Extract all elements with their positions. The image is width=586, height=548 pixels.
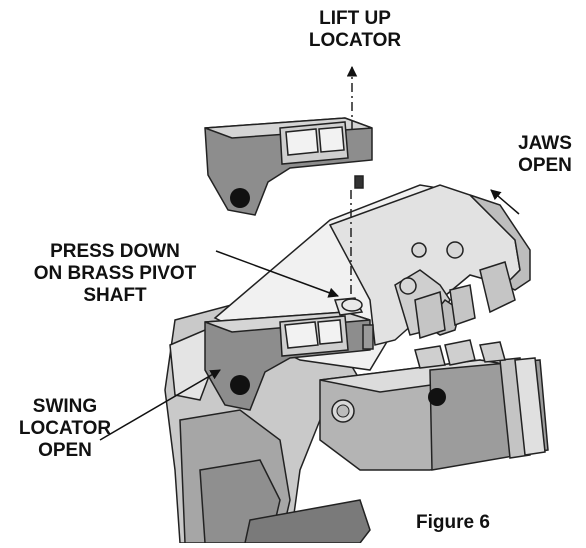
lift-up-line-2: LOCATOR — [308, 30, 402, 51]
lower-jaw — [319, 339, 549, 471]
press-down-line-3: SHAFT — [83, 285, 147, 306]
swing-locator-line-3: OPEN — [38, 440, 92, 461]
lower-jaw-screw — [331, 399, 355, 423]
jaws-open-label: JAWS OPEN — [505, 133, 585, 177]
jaws-open-leader — [490, 189, 520, 215]
swing-locator-line-2: LOCATOR — [18, 418, 112, 439]
lift-up-line-1: LIFT UP — [319, 8, 391, 29]
swing-locator-leader — [99, 369, 221, 441]
lifted-locator — [204, 117, 373, 216]
die-fingers — [414, 261, 516, 339]
press-down-line-2: ON BRASS PIVOT — [33, 263, 197, 284]
jaws-open-line-1: JAWS — [518, 133, 572, 154]
lifted-locator-hole — [230, 188, 250, 208]
installed-locator-hole — [230, 375, 250, 395]
swing-locator-label: SWING LOCATOR OPEN — [10, 396, 120, 462]
die-pins — [399, 241, 464, 295]
press-down-label: PRESS DOWN ON BRASS PIVOT SHAFT — [15, 241, 215, 307]
brass-pivot-shaft — [341, 298, 363, 312]
lift-up-locator-label: LIFT UP LOCATOR — [300, 8, 410, 52]
swing-locator-line-1: SWING — [32, 396, 98, 417]
press-down-leader — [215, 250, 339, 298]
lower-jaw-hole — [428, 388, 446, 406]
figure-caption: Figure 6 — [416, 512, 490, 533]
press-down-line-1: PRESS DOWN — [50, 241, 180, 262]
jaws-open-line-2: OPEN — [518, 155, 572, 176]
